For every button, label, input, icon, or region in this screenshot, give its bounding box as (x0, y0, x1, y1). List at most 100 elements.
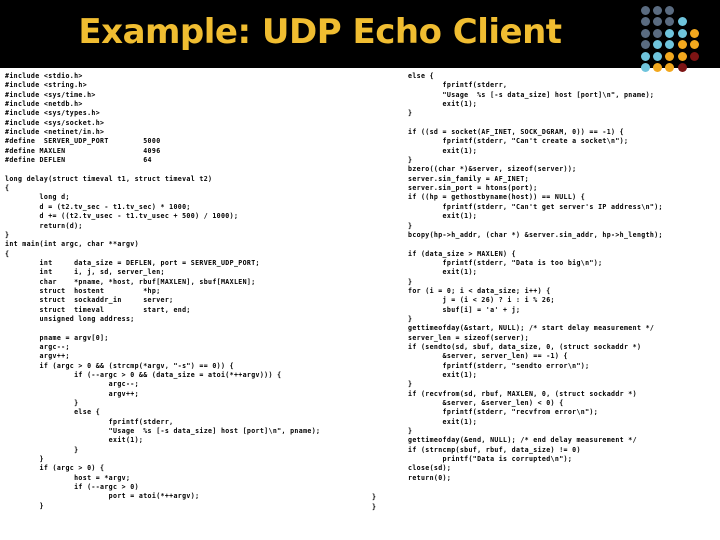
code-left-line: d += ((t2.tv_usec - t1.tv_usec + 500) / … (5, 212, 239, 221)
code-right-line: } (408, 427, 413, 436)
code-left-line: long d; (5, 193, 70, 202)
code-left-line: unsigned long address; (5, 314, 135, 323)
code-left-line: #include <sys/socket.h> (5, 118, 105, 127)
logo-dot (665, 17, 675, 27)
logo-dot (641, 6, 650, 15)
code-right-line: exit(1); (408, 417, 478, 426)
logo-dot (677, 63, 687, 72)
code-right-line: bcopy(hp->h_addr, (char *) &server.sin_a… (408, 230, 663, 239)
logo-dot (641, 40, 650, 50)
code-left-line: char *pname, *host, rbuf[MAXLEN], sbuf[M… (5, 277, 256, 286)
code-left-line: int i, j, sd, server_len; (5, 268, 165, 277)
code-left-line: if (argc > 0) { (5, 464, 105, 473)
code-right-line: if ((sd = socket(AF_INET, SOCK_DGRAM, 0)… (408, 128, 624, 137)
code-right-line: exit(1); (408, 371, 478, 379)
code-right-line: fprintf(stderr, "Can't get server's IP a… (408, 202, 663, 211)
code-left-line: struct timeval start, end; (5, 305, 191, 314)
code-right-line (408, 240, 716, 249)
code-left-line: #define SERVER_UDP_PORT 5000 (5, 137, 161, 146)
code-right-line: if ((hp = gethostbyname(host)) == NULL) … (408, 193, 586, 202)
code-left-line: #include <sys/types.h> (5, 109, 101, 118)
logo-dot (689, 51, 699, 61)
logo-dot (641, 51, 650, 61)
logo-dot (677, 51, 687, 61)
code-right-line: else { (408, 72, 434, 80)
code-left-line: return(d); (5, 221, 83, 230)
code-right-line: bzero((char *)&server, sizeof(server)); (408, 165, 577, 174)
code-left-line: pname = argv[0]; (5, 333, 109, 342)
code-left-line: #define MAXLEN 4096 (5, 146, 161, 155)
code-left-line: #define DEFLEN 64 (5, 156, 152, 165)
code-left-line: #include <stdio.h> (5, 72, 83, 80)
logo-dot (653, 51, 663, 61)
code-right-line: if (sendto(sd, sbuf, data_size, 0, (stru… (408, 342, 642, 351)
code-right-line: exit(1); (408, 268, 478, 277)
code-right-line: fprintf(stderr, "Can't create a socket\n… (408, 137, 629, 146)
code-right-line: gettimeofday(&start, NULL); /* start del… (408, 324, 655, 333)
code-left-line: } (5, 399, 79, 408)
code-right-line: gettimeofday(&end, NULL); /* end delay m… (408, 436, 637, 445)
code-left-line: struct hostent *hp; (5, 286, 161, 295)
code-right-line: } (408, 221, 413, 230)
code-right-line: fprintf(stderr, "Data is too big\n"); (408, 258, 603, 267)
logo-dot (665, 63, 675, 72)
code-right-line: } (408, 156, 413, 165)
code-left-line: { (5, 184, 10, 193)
code-right-line: exit(1); (408, 100, 478, 109)
code-block-left: #include <stdio.h>#include <string.h>#in… (5, 72, 395, 511)
code-right-line: fprintf(stderr, "sendto error\n"); (408, 361, 590, 370)
code-left-line: argv++; (5, 352, 70, 361)
code-left-line: argv++; (5, 389, 139, 398)
code-left-line: int data_size = DEFLEN, port = SERVER_UD… (5, 258, 260, 267)
logo-dot (653, 63, 663, 72)
stray-brace: } (372, 493, 376, 501)
code-left-line: int main(int argc, char **argv) (5, 240, 139, 249)
code-right-line: } (408, 380, 413, 389)
code-left-line: if (argc > 0 && (strcmp(*argv, "-s") == … (5, 361, 234, 370)
code-left-line: "Usage %s [-s data_size] host [port]\n",… (5, 427, 321, 436)
code-right-line: return(0); (408, 473, 452, 482)
logo-dot (689, 40, 699, 50)
code-right-line: } (408, 109, 413, 118)
code-left-line: struct sockaddr_in server; (5, 296, 174, 305)
code-right-line: } (408, 277, 413, 286)
logo-dot (689, 28, 699, 38)
code-right-line: sbuf[i] = 'a' + j; (408, 305, 521, 314)
code-right-line (408, 119, 716, 128)
code-right-line: j = (i < 26) ? i : i % 26; (408, 296, 555, 305)
code-left-line: host = *argv; (5, 473, 131, 482)
code-right-line: exit(1); (408, 146, 478, 155)
code-right-line: printf("Data is corrupted\n"); (408, 455, 573, 464)
code-left-line: port = atoi(*++argv); (5, 492, 200, 501)
code-left-line (5, 324, 395, 333)
code-left-line: } (5, 230, 10, 239)
code-right-line: if (recvfrom(sd, rbuf, MAXLEN, 0, (struc… (408, 389, 637, 398)
logo-dot (653, 40, 663, 50)
code-right-line: "Usage %s [-s data_size] host [port]\n",… (408, 90, 655, 99)
code-left-line: { (5, 249, 10, 258)
code-right-line: &server, server_len) == -1) { (408, 352, 568, 361)
code-right-line: server.sin_family = AF_INET; (408, 174, 529, 183)
code-left-line: if (--argc > 0) (5, 483, 139, 492)
code-right-line: fprintf(stderr, (408, 81, 508, 90)
code-right-line: } (408, 314, 413, 323)
logo-dot (665, 51, 675, 61)
logo-dot (653, 6, 663, 15)
code-right-line: server_len = sizeof(server); (408, 333, 529, 342)
dot-grid-logo (641, 6, 717, 76)
logo-dot (665, 6, 675, 15)
logo-dot (653, 17, 663, 27)
code-left-line: #include <netdb.h> (5, 100, 83, 109)
logo-dot (641, 17, 650, 27)
code-right-line: server.sin_port = htons(port); (408, 184, 538, 193)
code-left-line: } (5, 455, 44, 464)
code-left-line: #include <sys/time.h> (5, 90, 96, 99)
code-left-line: d = (t2.tv_sec - t1.tv_sec) * 1000; (5, 202, 191, 211)
code-right-line: exit(1); (408, 212, 478, 221)
logo-dot (641, 63, 650, 72)
code-left-line: } (5, 445, 79, 454)
logo-dot (677, 40, 687, 50)
logo-dot (665, 40, 675, 50)
code-left-line: fprintf(stderr, (5, 417, 174, 426)
